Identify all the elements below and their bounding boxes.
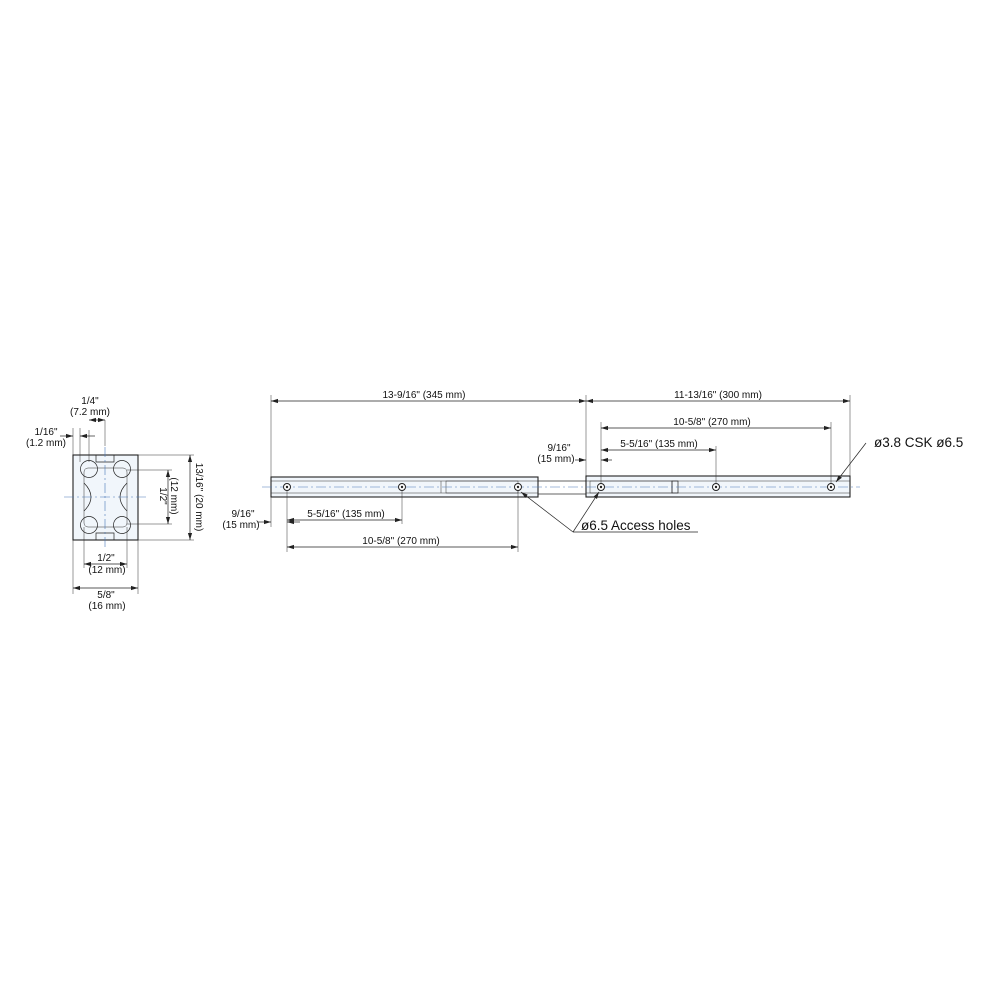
dim-inner-width-mm: (12 mm) <box>88 565 125 576</box>
dim-offset-upper-mm: (15 mm) <box>537 454 574 465</box>
dim-ball-offset-in: 1/4" <box>81 396 99 407</box>
callout-access-leader-2 <box>572 491 600 533</box>
cross-section-view: 1/4" (7.2 mm) 1/16" (1.2 mm) 1/2" (12 mm… <box>26 396 204 612</box>
ball-bottom-left <box>80 516 98 534</box>
side-view: 13-9/16" (345 mm) 11-13/16" (300 mm) 10-… <box>222 390 963 552</box>
dim-inner-holes-outer: 10-5/8" (270 mm) <box>673 417 750 428</box>
dim-wall-mm: (1.2 mm) <box>26 438 66 449</box>
callout-csk: ø3.8 CSK ø6.5 <box>874 435 963 450</box>
dim-wall-in: 1/16" <box>34 427 57 438</box>
ball-bottom-right <box>113 516 131 534</box>
dim-ball-offset-mm: (7.2 mm) <box>70 407 110 418</box>
dim-offset-lower-in: 9/16" <box>231 509 254 520</box>
dim-offset-lower-mm: (15 mm) <box>222 520 259 531</box>
dim-travel: 11-13/16" (300 mm) <box>674 390 762 401</box>
dim-inner-height-in: 1/2" <box>157 487 168 505</box>
dim-inner-width-in: 1/2" <box>97 553 115 564</box>
dim-closed-length: 13-9/16" (345 mm) <box>382 390 465 401</box>
dim-inner-height-mm: (12 mm) <box>168 477 179 514</box>
dim-holes-lower: 10-5/8" (270 mm) <box>362 536 439 547</box>
ball-top-right <box>113 460 131 478</box>
dim-width-in: 5/8" <box>97 590 115 601</box>
dim-pitch-lower: 5-5/16" (135 mm) <box>307 509 384 520</box>
intermediate-member <box>537 480 587 495</box>
dim-offset-upper-in: 9/16" <box>547 443 570 454</box>
callout-access: ø6.5 Access holes <box>581 518 691 533</box>
dim-inner-pitch-upper: 5-5/16" (135 mm) <box>620 439 697 450</box>
dim-width-mm: (16 mm) <box>88 601 125 612</box>
callout-access-leader-1 <box>520 491 574 533</box>
profile-inner-channel <box>83 467 128 528</box>
dim-height: 13/16" (20 mm) <box>193 463 204 532</box>
callout-csk-leader <box>835 442 867 483</box>
